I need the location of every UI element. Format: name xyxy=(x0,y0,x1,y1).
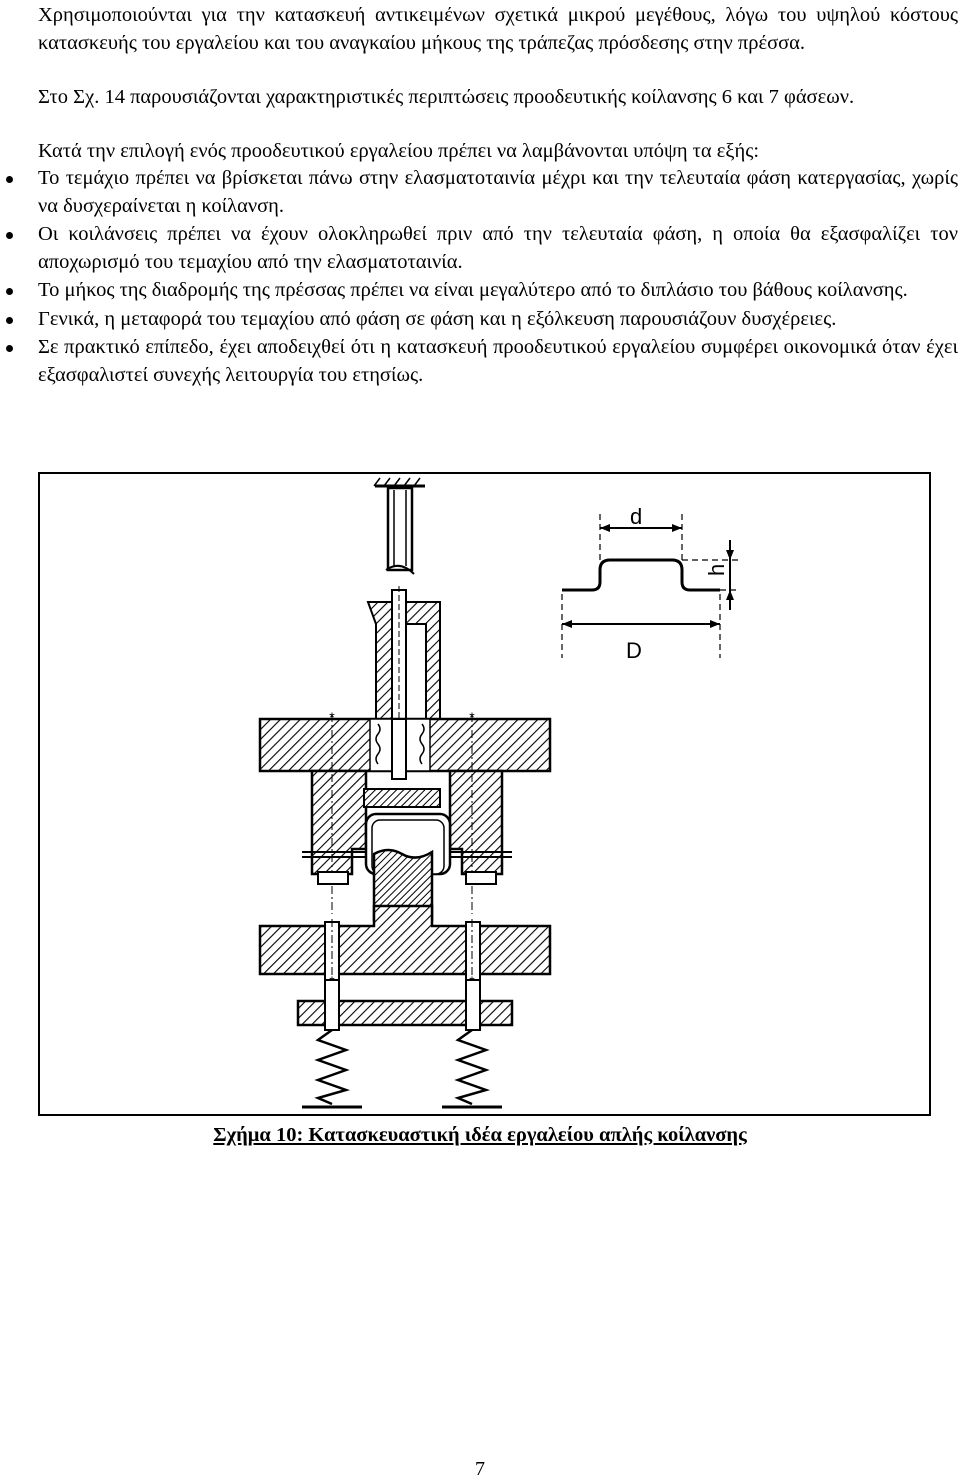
bolster-plate xyxy=(296,979,514,1031)
bullet-list: Το τεμάχιο πρέπει να βρίσκεται πάνω στην… xyxy=(6,165,958,390)
top-plate: * * xyxy=(258,709,552,780)
punch xyxy=(372,848,434,922)
figure-caption: Σχήμα 10: Κατασκευαστική ιδέα εργαλείου … xyxy=(213,1124,747,1146)
bullet-icon xyxy=(6,345,13,352)
bullet-item: Οι κοιλάνσεις πρέπει να έχουν ολοκληρωθε… xyxy=(6,221,958,276)
figure-frame: * * xyxy=(38,472,931,1116)
paragraph-1: Χρησιμοποιούνται για την κατασκευή αντικ… xyxy=(38,4,958,54)
springs xyxy=(302,1028,502,1109)
drawing-tool-diagram: * * xyxy=(258,477,740,1109)
bullet-item: Γενικά, η μεταφορά του τεμαχίου από φάση… xyxy=(6,306,958,334)
paragraph-3: Κατά την επιλογή ενός προοδευτικού εργαλ… xyxy=(38,140,760,162)
svg-text:*: * xyxy=(329,709,335,725)
dim-D-label: D xyxy=(626,638,642,663)
bullet-icon xyxy=(6,288,13,295)
paragraph-2: Στο Σχ. 14 παρουσιάζονται χαρακτηριστικέ… xyxy=(38,86,855,108)
bullet-icon xyxy=(6,316,13,324)
press-ram xyxy=(373,477,425,575)
svg-text:*: * xyxy=(469,709,475,725)
bullet-item: Το τεμάχιο πρέπει να βρίσκεται πάνω στην… xyxy=(6,165,958,220)
die-block xyxy=(310,769,504,914)
bottom-plate: * * xyxy=(258,904,552,994)
workpiece-sketch: d h D xyxy=(561,504,740,663)
dim-h-label: h xyxy=(704,564,729,576)
bullet-item: Σε πρακτικό επίπεδο, έχει αποδειχθεί ότι… xyxy=(6,334,958,389)
bullet-icon xyxy=(6,176,13,183)
page-number: 7 xyxy=(475,1458,485,1480)
dim-d-label: d xyxy=(630,504,642,529)
sheet-strip xyxy=(302,851,512,885)
bullet-item: Το μήκος της διαδρομής της πρέσσας πρέπε… xyxy=(6,277,958,305)
bullet-icon xyxy=(6,232,13,239)
